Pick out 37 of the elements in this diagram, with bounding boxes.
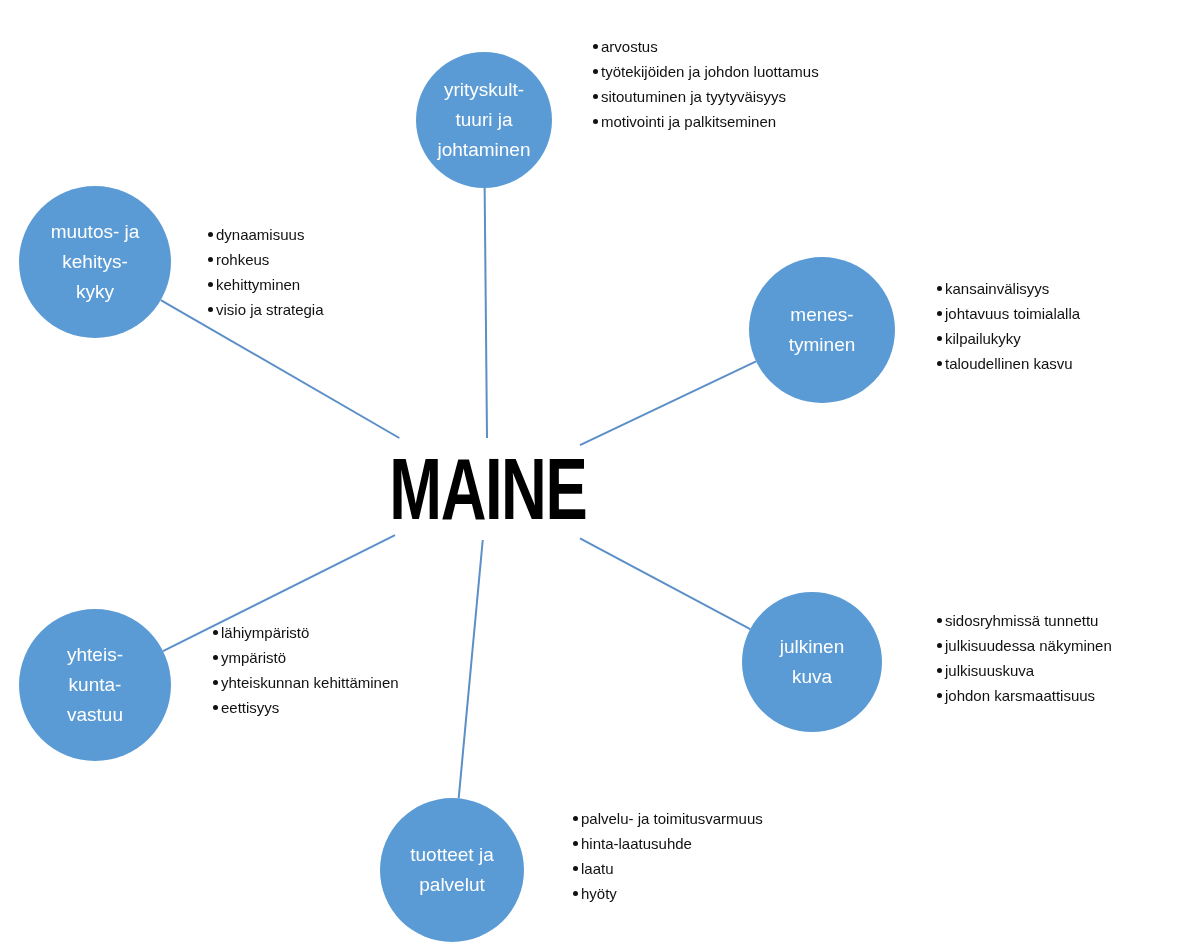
- list-item: rohkeus: [216, 251, 270, 268]
- list-item: motivointi ja palkitseminen: [601, 113, 777, 130]
- connector-line: [457, 539, 484, 800]
- list-item: visio ja strategia: [216, 301, 324, 318]
- connector-line: [579, 537, 752, 631]
- topic-label: julkinen kuva: [778, 635, 846, 689]
- list-item: ympäristö: [221, 649, 287, 666]
- list-item: arvostus: [601, 38, 658, 55]
- list-item: lähiympäristö: [221, 624, 310, 641]
- list-item: palvelu- ja toimitusvarmuus: [581, 810, 763, 827]
- list-item: julkisuudessa näkyminen: [945, 637, 1112, 654]
- list-item: johdon karsmaattisuus: [945, 687, 1096, 704]
- list-item: sitoutuminen ja tyytyväisyys: [601, 88, 787, 105]
- list-item: kansainvälisyys: [945, 280, 1050, 297]
- connector-line: [162, 534, 396, 653]
- list-item: johtavuus toimialalla: [945, 305, 1081, 322]
- list-item: dynaamisuus: [216, 226, 305, 243]
- list-item: sidosryhmissä tunnettu: [945, 612, 1099, 629]
- connector-line: [159, 299, 401, 439]
- topic-label: menes- tyminen: [787, 303, 857, 357]
- center-title: MAINE: [389, 445, 586, 533]
- list-item: työtekijöiden ja johdon luottamus: [601, 63, 819, 80]
- list-item: kilpailukyky: [945, 330, 1021, 347]
- list-item: hinta-laatusuhde: [581, 835, 692, 852]
- list-item: julkisuuskuva: [945, 662, 1035, 679]
- list-item: hyöty: [581, 885, 617, 902]
- list-item: yhteiskunnan kehittäminen: [221, 674, 399, 691]
- list-item: kehittyminen: [216, 276, 301, 293]
- connector-line: [483, 187, 488, 439]
- list-item: laatu: [581, 860, 614, 877]
- list-item: eettisyys: [221, 699, 280, 716]
- list-item: taloudellinen kasvu: [945, 355, 1073, 372]
- topic-label: muutos- ja kehitys- kyky: [49, 220, 141, 304]
- topic-label: tuotteet ja palvelut: [409, 843, 495, 897]
- topic-label: yrityskult- tuuri ja johtaminen: [436, 78, 532, 162]
- connector-line: [579, 360, 758, 447]
- topic-label: yhteis- kunta- vastuu: [66, 643, 124, 727]
